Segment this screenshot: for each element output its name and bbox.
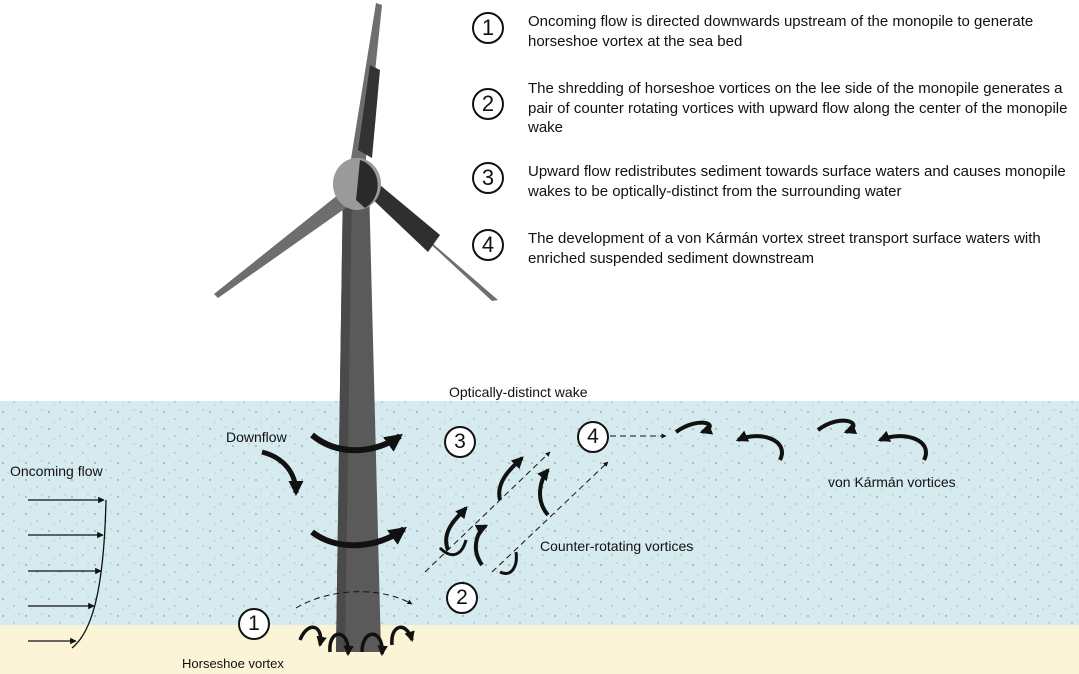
horseshoe-dashed-flow — [295, 591, 413, 609]
wake-dashed-line-b — [491, 461, 609, 573]
oncoming-flow-label: Oncoming flow — [10, 463, 103, 479]
flow-arrow-lower — [310, 526, 407, 549]
oncoming-flow-arrows — [28, 496, 107, 649]
von-karman-vortices-label: von Kármán vortices — [828, 474, 956, 490]
blade-upper — [350, 3, 382, 168]
hub-shadow — [356, 160, 378, 208]
von-karman-vortices-arrows — [674, 418, 928, 461]
wake-dashed-line-a — [424, 451, 551, 573]
legend-number-2: 2 — [472, 88, 504, 120]
marker-3: 3 — [444, 426, 476, 458]
blade-upper-dark — [358, 65, 380, 158]
legend-text-4: The development of a von Kármán vortex s… — [528, 230, 1041, 267]
legend-text-3: Upward flow redistributes sediment towar… — [528, 163, 1066, 200]
counter-rotating-vortices-arrows — [438, 456, 550, 575]
marker-2: 2 — [446, 582, 478, 614]
flow-arrow-upper — [310, 432, 403, 454]
blade-left — [214, 190, 350, 298]
legend-number-3: 3 — [472, 162, 504, 194]
legend-text-1: Oncoming flow is directed downwards upst… — [528, 13, 1034, 50]
legend-number-1: 1 — [472, 12, 504, 44]
seabed — [0, 625, 1079, 674]
tower-shading — [336, 185, 352, 652]
blade-right — [370, 188, 498, 301]
downflow-label: Downflow — [226, 429, 287, 445]
legend-text-2: The shredding of horseshoe vortices on t… — [528, 80, 1068, 136]
marker-4: 4 — [577, 421, 609, 453]
counter-rotating-vortices-label: Counter-rotating vortices — [540, 538, 694, 554]
optically-distinct-wake-label: Optically-distinct wake — [449, 384, 588, 400]
blade-right-dark — [368, 185, 440, 252]
horseshoe-vortex-label: Horseshoe vortex — [182, 656, 284, 671]
marker-1: 1 — [238, 608, 270, 640]
water-speckle — [0, 401, 1079, 625]
horseshoe-vortex-curls — [298, 625, 415, 657]
legend-number-4: 4 — [472, 229, 504, 261]
downflow-arrow — [261, 449, 304, 496]
